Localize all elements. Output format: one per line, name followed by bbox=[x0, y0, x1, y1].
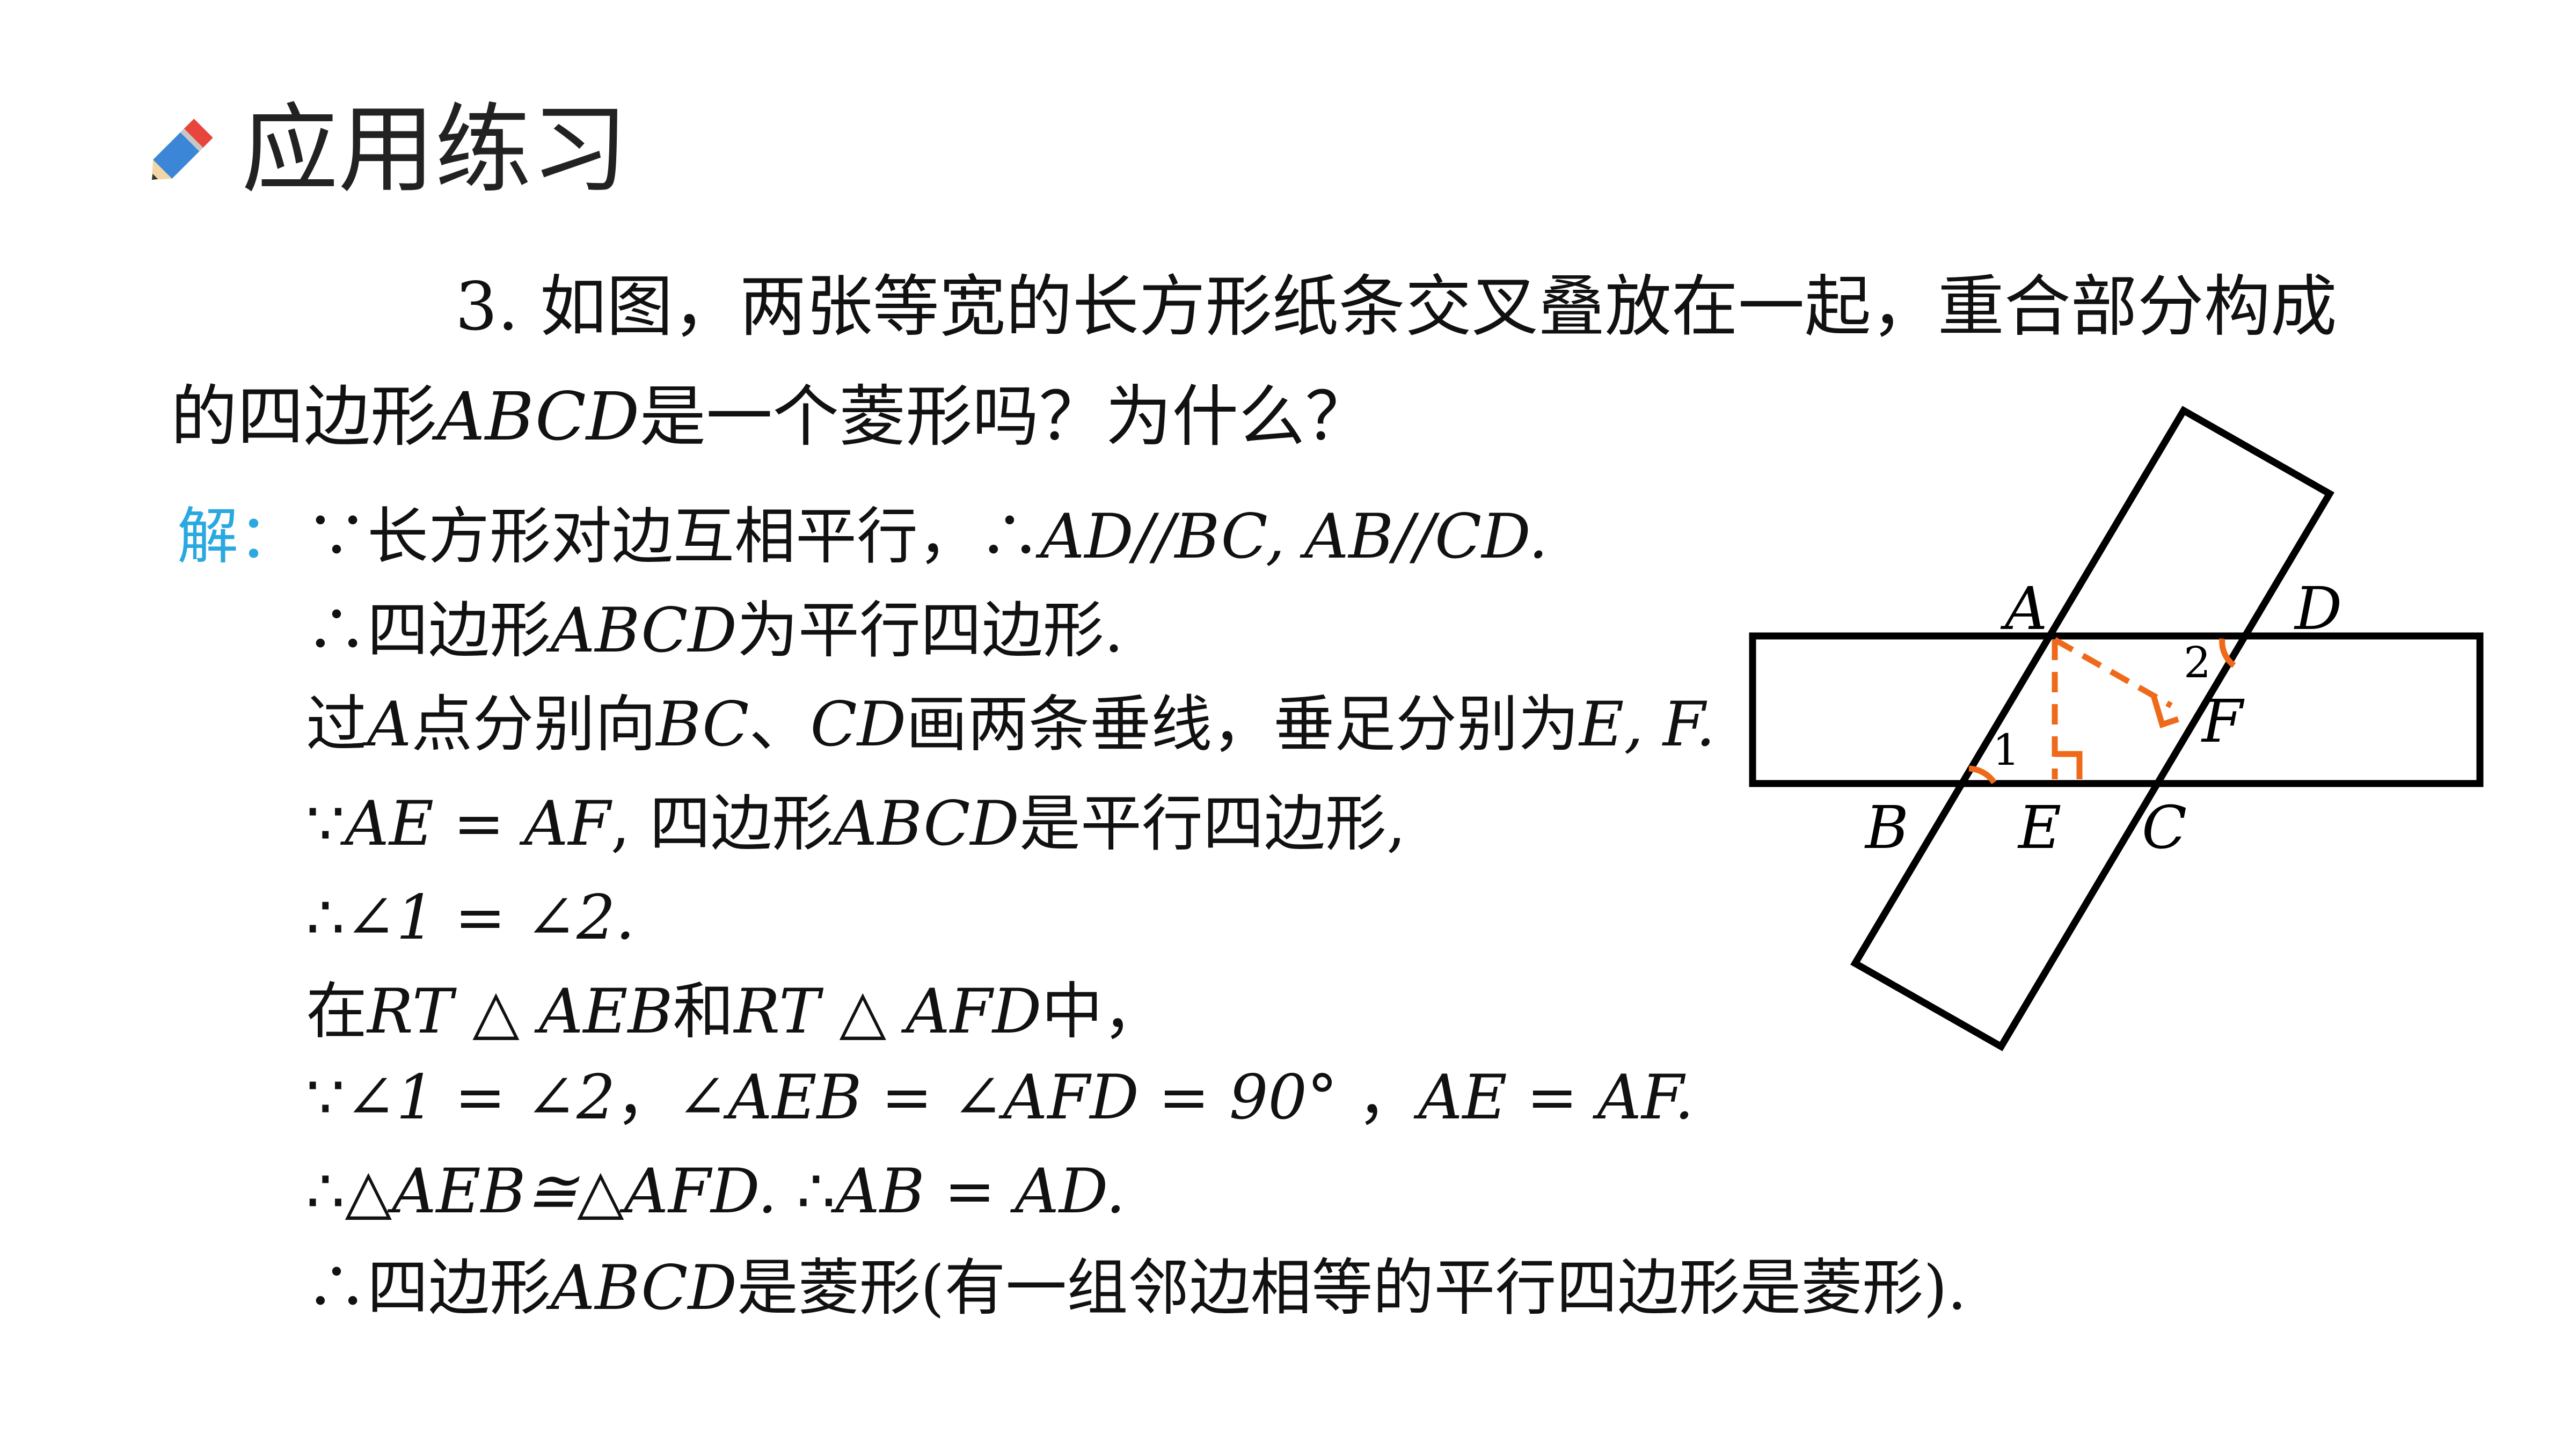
solution-step-3: 过A点分别向BC、CD画两条垂线，垂足分别为E, F. bbox=[306, 689, 1716, 760]
angle-2-arc bbox=[2219, 638, 2236, 668]
label-angle-2: 2 bbox=[2184, 638, 2211, 687]
solution-step-7: ∵∠1 = ∠2，∠AEB = ∠AFD = 90° ，AE = AF. bbox=[306, 1062, 1694, 1133]
right-angle-f bbox=[2150, 694, 2179, 729]
pencil-icon bbox=[151, 119, 213, 180]
label-d: D bbox=[2294, 574, 2342, 643]
perpendicular-af bbox=[2053, 637, 2173, 708]
solution-step-5: ∴∠1 = ∠2. bbox=[306, 882, 635, 953]
label-angle-1: 1 bbox=[1993, 725, 2020, 775]
slanted-strip bbox=[1850, 406, 2334, 1051]
solution-step-8: ∴△AEB≅△AFD. ∴AB = AD. bbox=[306, 1155, 1126, 1227]
problem-line-2: 的四边形ABCD是一个菱形吗？为什么？ bbox=[171, 378, 1372, 456]
solution-step-2: ∴四边形ABCD为平行四边形. bbox=[306, 595, 1124, 666]
problem-line-1: 3. 如图，两张等宽的长方形纸条交叉叠放在一起，重合部分构成 bbox=[455, 268, 2337, 346]
right-angle-e bbox=[2055, 751, 2083, 779]
horizontal-strip bbox=[1749, 632, 2484, 787]
solution-step-9: ∴四边形ABCD是菱形(有一组邻边相等的平行四边形是菱形). bbox=[306, 1252, 1967, 1323]
label-c: C bbox=[2142, 793, 2187, 862]
problem-statement: 3. 如图，两张等宽的长方形纸条交叉叠放在一起，重合部分构成 的四边形ABCD是… bbox=[171, 252, 2522, 472]
angle-1-arc bbox=[1968, 765, 1997, 785]
label-e: E bbox=[2017, 793, 2061, 862]
solution-label: 解： bbox=[177, 501, 300, 572]
solution-step-6: 在RT △ AEB和RT △ AFD中， bbox=[306, 976, 1164, 1047]
solution-step-1: ∵长方形对边互相平行，∴AD//BC, AB//CD. bbox=[306, 501, 1548, 572]
label-a: A bbox=[2000, 574, 2047, 643]
label-b: B bbox=[1864, 793, 1909, 862]
label-f: F bbox=[2201, 687, 2245, 756]
rhombus-figure: A D B E C F 1 2 bbox=[1749, 406, 2484, 1051]
page-title: 应用练习 bbox=[242, 94, 629, 206]
solution-step-4: ∵AE = AF, 四边形ABCD是平行四边形, bbox=[306, 788, 1406, 859]
